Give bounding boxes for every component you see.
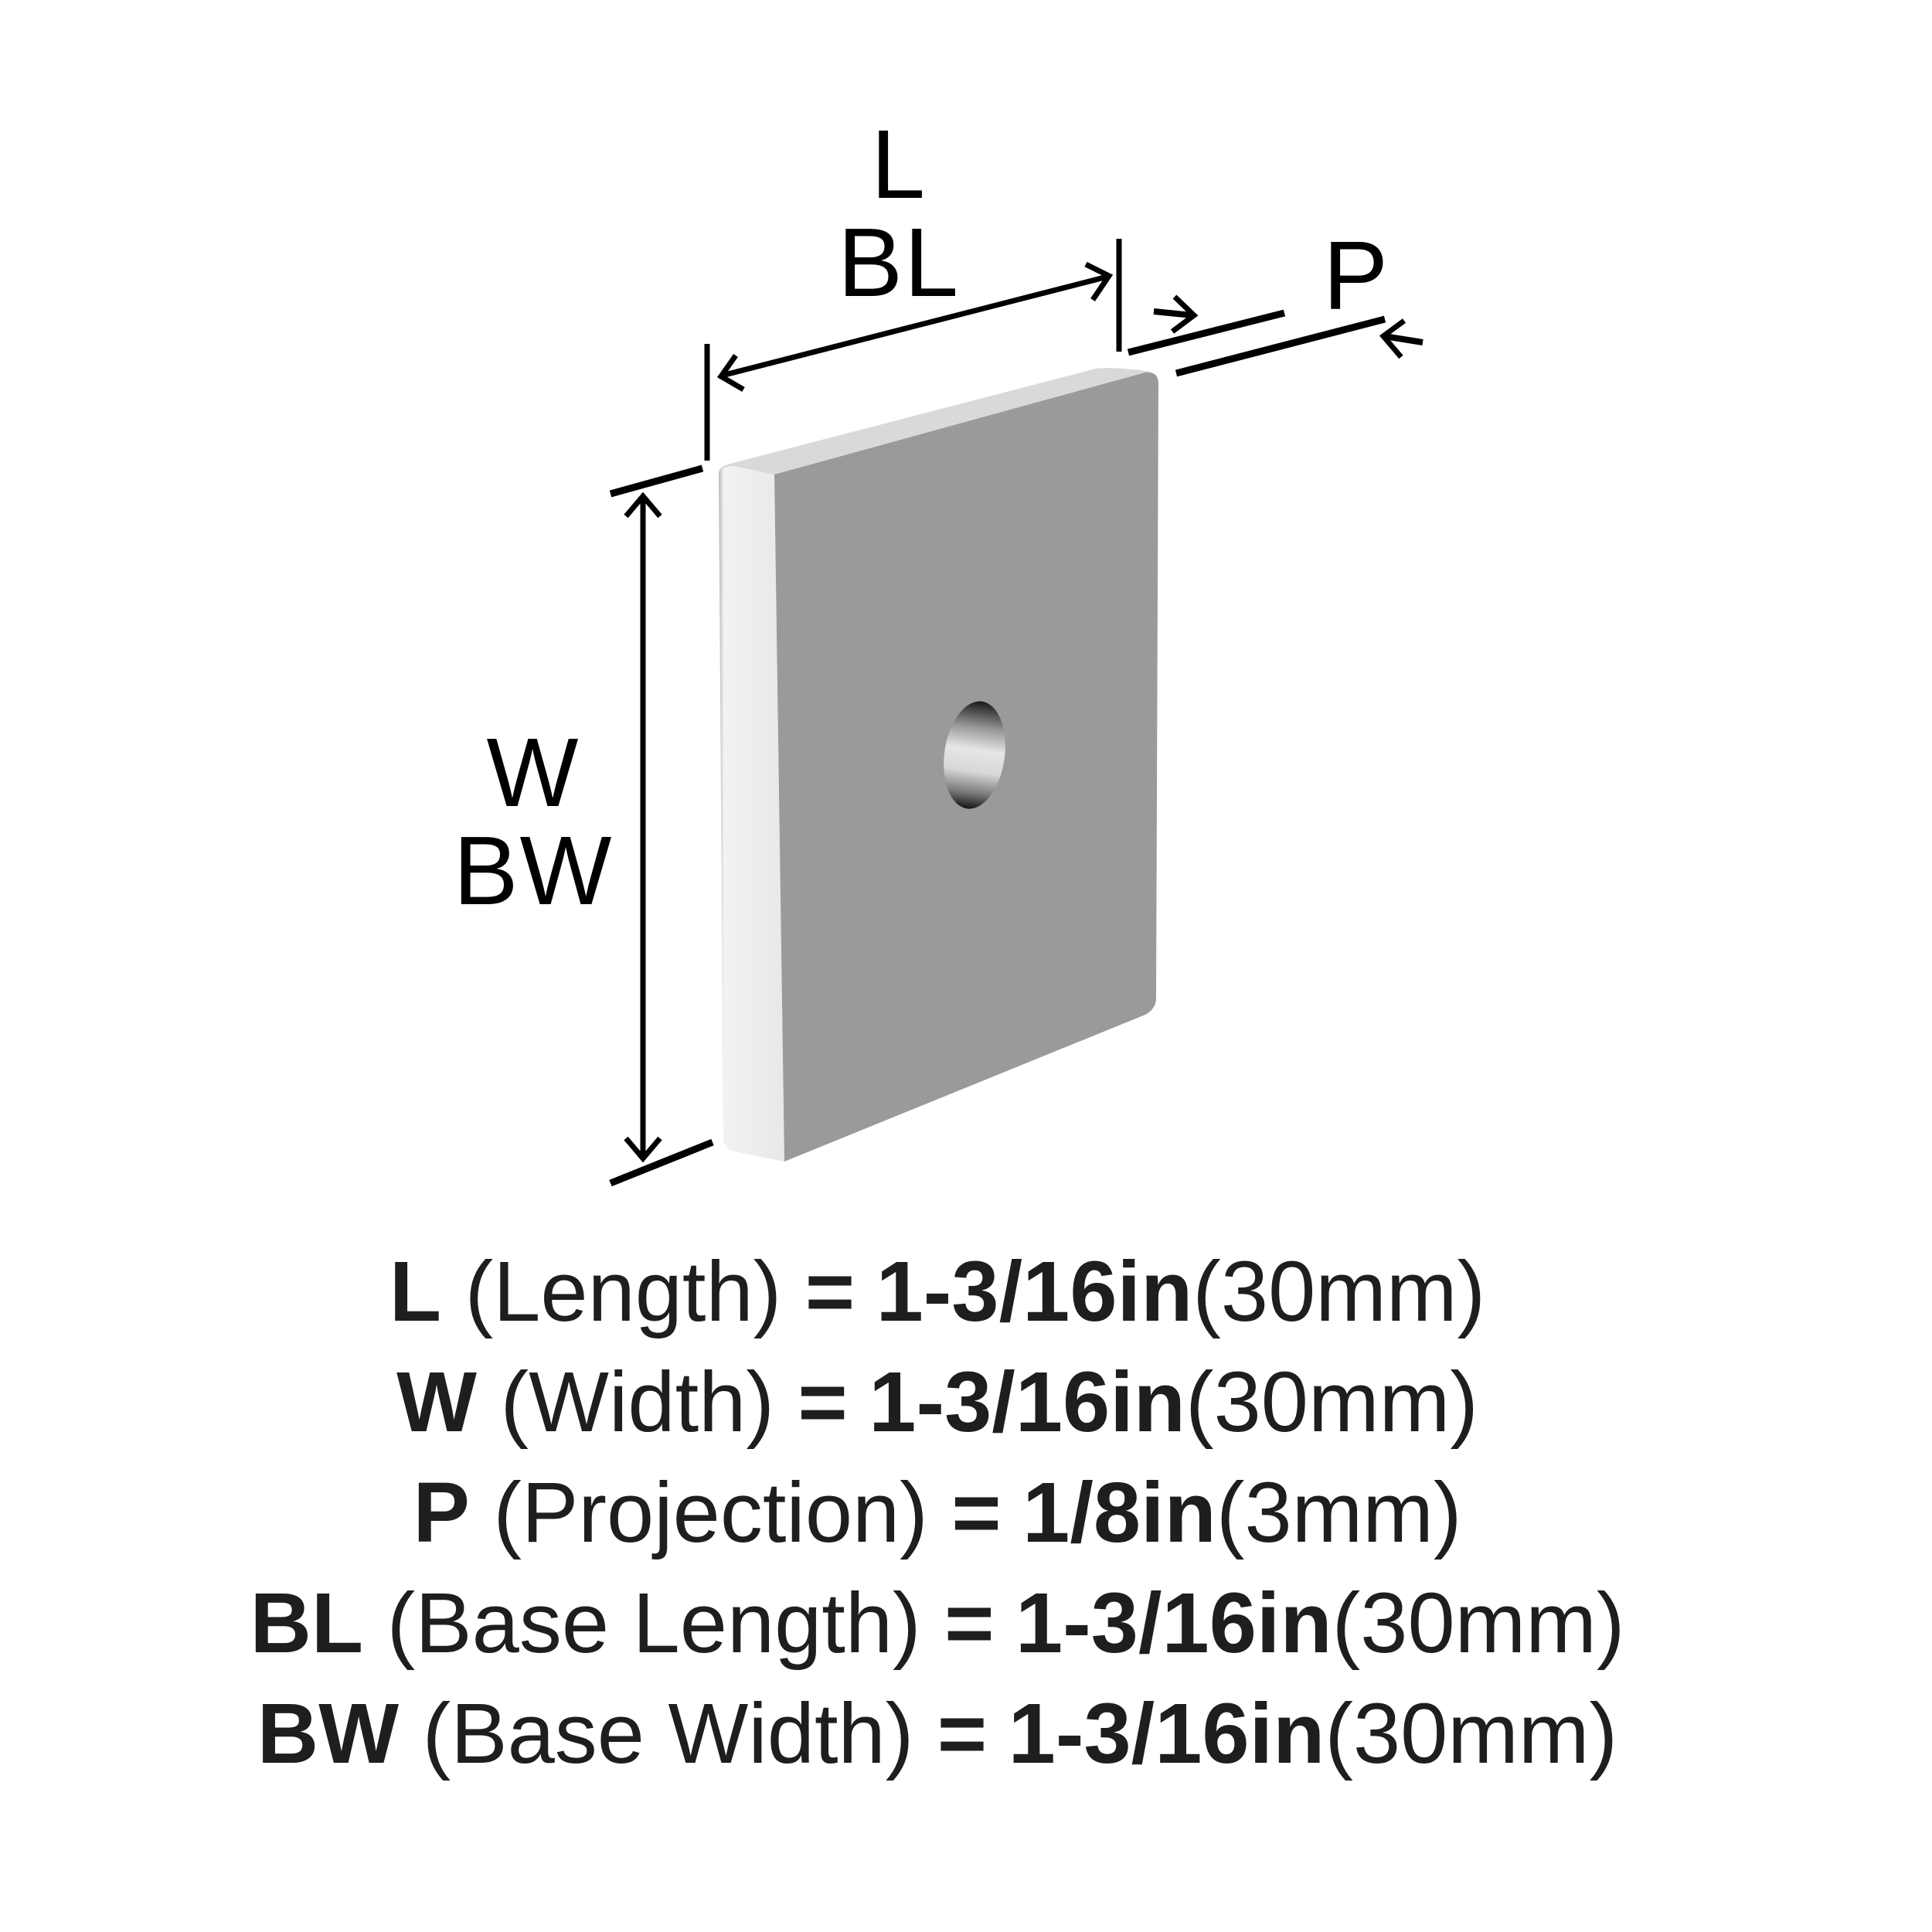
spec-imperial: 1/8in [1022, 1465, 1216, 1560]
spec-name: (Base Length) [386, 1576, 921, 1671]
spec-row-width: W (Width) =1-3/16in(30mm) [0, 1360, 1875, 1453]
projection-label: P [1322, 221, 1390, 330]
spec-imperial: 1-3/16in [1008, 1686, 1325, 1781]
spec-metric: (3mm) [1216, 1465, 1462, 1560]
spec-equals: = [944, 1576, 995, 1671]
spec-name: (Length) [464, 1244, 782, 1339]
spec-imperial: 1-3/16in [869, 1355, 1185, 1450]
width-label: W [486, 718, 580, 827]
mounting-hole [944, 701, 1005, 809]
spec-metric: (30mm) [1325, 1686, 1618, 1781]
spec-metric: (30mm) [1332, 1576, 1625, 1671]
spec-code: P [413, 1465, 470, 1560]
spec-imperial: 1-3/16in [1015, 1576, 1332, 1671]
spec-equals: = [804, 1244, 855, 1339]
base-length-label: BL [837, 208, 961, 317]
spec-name: (Projection) [493, 1465, 928, 1560]
spec-equals: = [798, 1355, 848, 1450]
spec-row-base-length: BL (Base Length) =1-3/16in(30mm) [0, 1581, 1875, 1674]
length-label: L [870, 110, 927, 219]
spec-code: W [396, 1355, 477, 1450]
spec-metric: (30mm) [1185, 1355, 1478, 1450]
plate-side-edge [719, 466, 784, 1162]
projection-dimension [1127, 294, 1423, 377]
spec-row-length: L (Length) =1-3/16in(30mm) [0, 1250, 1875, 1342]
spec-code: BL [250, 1576, 364, 1671]
width-dimension [609, 464, 714, 1187]
spec-equals: = [951, 1465, 1002, 1560]
spec-equals: = [937, 1686, 988, 1781]
plate-top-edge [719, 368, 1151, 474]
base-width-label: BW [453, 816, 614, 925]
spec-name: (Width) [500, 1355, 774, 1450]
spec-row-projection: P (Projection) =1/8in(3mm) [0, 1471, 1875, 1563]
length-dimension [704, 239, 1122, 461]
spec-row-base-width: BW (Base Width) =1-3/16in(30mm) [0, 1692, 1875, 1784]
spec-code: L [389, 1244, 442, 1339]
spec-code: BW [257, 1686, 400, 1781]
spec-imperial: 1-3/16in [876, 1244, 1193, 1339]
spec-metric: (30mm) [1192, 1244, 1486, 1339]
spec-name: (Base Width) [422, 1686, 914, 1781]
